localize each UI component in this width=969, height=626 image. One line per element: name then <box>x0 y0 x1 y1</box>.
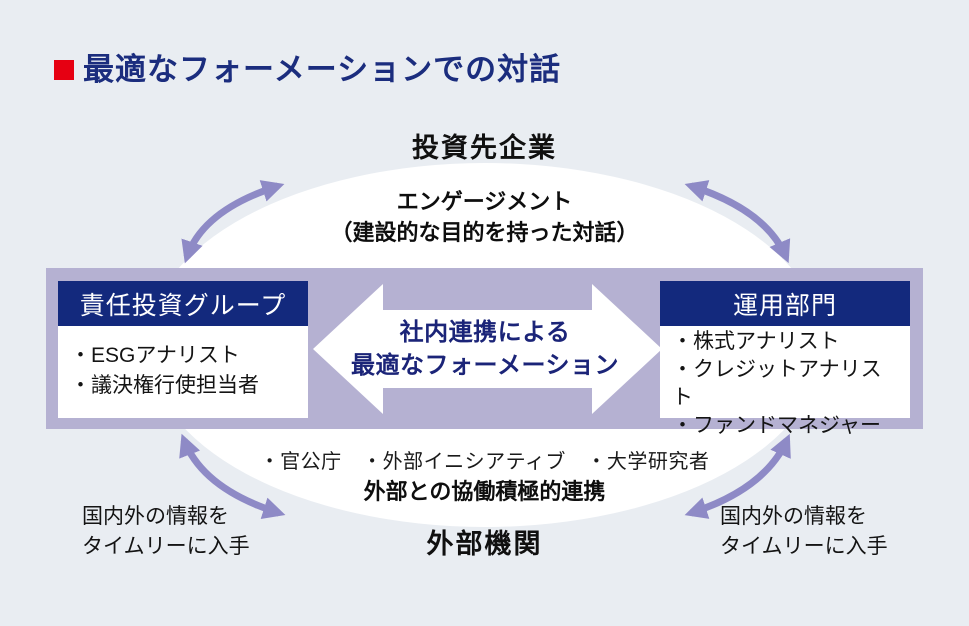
list-item: ・クレジットアナリスト <box>672 358 882 409</box>
engagement-line2: （建設的な目的を持った対話） <box>330 220 639 245</box>
double-arrow-bottom-left-icon <box>179 433 286 519</box>
note-line2: タイムリーに入手 <box>82 535 250 558</box>
double-arrow-top-left-icon <box>181 180 285 264</box>
external-organizations-label: 外部機関 <box>426 529 543 559</box>
list-item: ・株式アナリスト <box>672 330 840 353</box>
list-item: ・議決権行使担当者 <box>70 374 259 397</box>
note-line1: 国内外の情報を <box>720 505 867 528</box>
right-box-items: ・株式アナリスト ・クレジットアナリスト ・ファンドマネジャー <box>660 326 910 444</box>
list-item: ・ファンドマネジャー <box>672 414 881 437</box>
page-title: 最適なフォーメーションでの対話 <box>83 52 562 87</box>
engagement-line1: エンゲージメント <box>396 189 573 214</box>
timely-info-note-right: 国内外の情報を タイムリーに入手 <box>720 502 888 562</box>
investment-division-box: 運用部門 ・株式アナリスト ・クレジットアナリスト ・ファンドマネジャー <box>660 281 910 437</box>
title-bullet-square-icon <box>54 60 74 80</box>
investee-companies-label: 投資先企業 <box>412 133 557 163</box>
page-title-row: 最適なフォーメーションでの対話 <box>54 52 561 88</box>
left-box-header: 責任投資グループ <box>58 281 308 326</box>
center-arrow-line2: 最適なフォーメーション <box>350 352 620 379</box>
left-box-items: ・ESGアナリスト ・議決権行使担当者 <box>58 326 308 418</box>
external-partners-list: ・官公庁 ・外部イニシアティブ ・大学研究者 <box>259 451 710 473</box>
timely-info-note-left: 国内外の情報を タイムリーに入手 <box>82 502 250 562</box>
note-line2: タイムリーに入手 <box>720 535 888 558</box>
horizontal-double-arrow-icon <box>313 284 662 414</box>
center-arrow-line1: 社内連携による <box>399 319 571 346</box>
double-arrow-bottom-right-icon <box>684 433 791 519</box>
engagement-caption: エンゲージメント （建設的な目的を持った対話） <box>0 186 969 248</box>
double-arrow-top-right-icon <box>684 180 791 264</box>
external-collaboration-label: 外部との協働積極的連携 <box>363 479 606 504</box>
note-line1: 国内外の情報を <box>82 505 229 528</box>
right-box-header: 運用部門 <box>660 281 910 326</box>
center-arrow-caption: 社内連携による 最適なフォーメーション <box>330 316 640 382</box>
list-item: ・ESGアナリスト <box>70 344 240 367</box>
responsible-investment-group-box: 責任投資グループ ・ESGアナリスト ・議決権行使担当者 <box>58 281 308 418</box>
